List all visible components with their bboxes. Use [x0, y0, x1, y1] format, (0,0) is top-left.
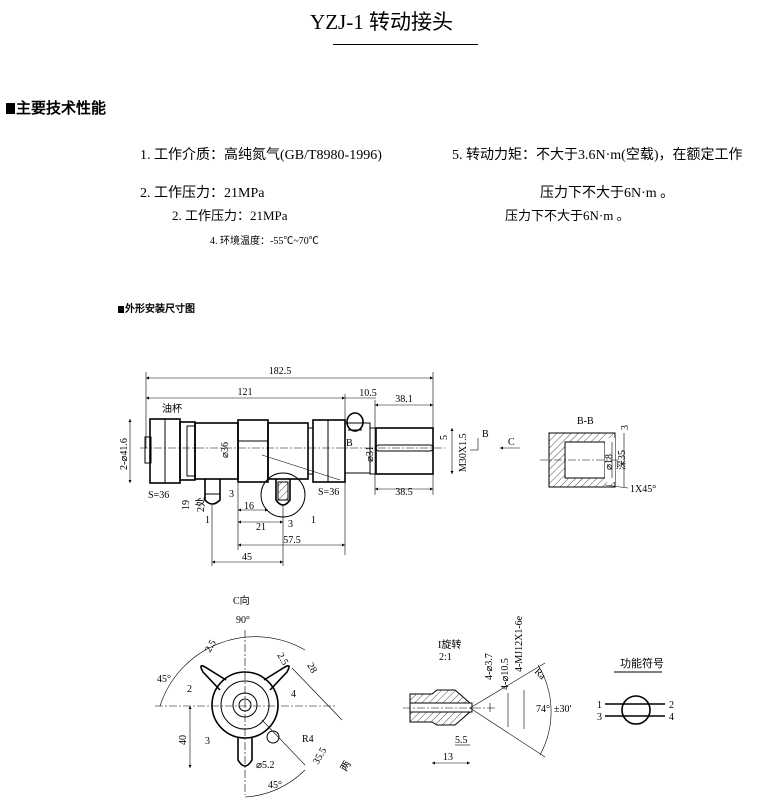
function-symbol: 功能符号 1 2 3 4 [597, 656, 674, 725]
dim-5-5: 5.5 [455, 735, 468, 746]
dim-16: 16 [244, 501, 254, 512]
port-3-label: 3 [288, 519, 293, 530]
hex-size-left: S=36 [148, 490, 169, 501]
spec-item-1: 1. 工作介质：高纯氮气(GB/T8980-1996) [140, 148, 382, 163]
spec-item-5-cont-a: 压力下不大于6N·m 。 [540, 186, 675, 201]
bullet-square-icon [6, 103, 15, 114]
detail-i: I旋转 2:1 4-⌀3.7 4-⌀10.5 4-MJ12X1-6e Ra 74… [403, 615, 572, 765]
dim-31: ⌀31 [365, 446, 376, 462]
symbol-port-1: 1 [597, 700, 602, 711]
dim-36: ⌀36 [220, 442, 231, 458]
oil-cup-label: 油杯 [162, 402, 182, 415]
dim-13: 13 [443, 752, 453, 763]
dim-2-places: 2处 [195, 497, 207, 512]
dim-overall-length: 182.5 [269, 366, 292, 377]
spec-item-5-cont-b: 压力下不大于6N·m 。 [505, 208, 630, 223]
bb-dim-3: 3 [620, 425, 631, 430]
main-view: 182.5 121 10.5 38.1 38.5 油杯 2-⌀41.6 ⌀36 … [119, 366, 520, 566]
bullet-square-icon [118, 306, 124, 313]
bb-depth-35: 深35 [616, 450, 628, 470]
drawing-heading-text: 外形安装尺寸图 [125, 304, 195, 315]
specs-heading: 主要技术性能 [6, 97, 106, 118]
detail-i-scale: 2:1 [439, 652, 452, 663]
dim-57-5: 57.5 [283, 535, 301, 546]
dim-2-5-left: 2.5 [203, 638, 219, 654]
detail-i-label: I旋转 [438, 638, 461, 651]
specs-heading-text: 主要技术性能 [16, 99, 107, 117]
spec-item-5: 5. 转动力矩：不大于3.6N·m(空载)，在额定工作 [452, 148, 743, 163]
drawing-heading: 外形安装尺寸图 [118, 300, 195, 315]
dim-28: 28 [304, 661, 319, 675]
section-mark-b1: B [346, 438, 353, 449]
view-mark-c: C [508, 437, 515, 448]
bb-dim-18: ⌀18 [604, 454, 615, 470]
thread-m30: M30X1.5 [458, 433, 469, 472]
section-bb-label: B-B [577, 416, 594, 427]
dim-41-6: 2-⌀41.6 [119, 438, 130, 470]
c-view-note: 两 [339, 759, 354, 773]
symbol-port-4: 4 [669, 712, 674, 723]
dim-3-7: 4-⌀3.7 [484, 653, 495, 680]
dim-38-5: 38.5 [395, 487, 413, 498]
angle-45-bottom: 45° [268, 780, 282, 791]
angle-tolerance: ±30′ [554, 704, 572, 715]
detail-1-label: 1 [311, 515, 316, 526]
port-1-label: 1 [205, 515, 210, 526]
symbol-port-2: 2 [669, 700, 674, 711]
dim-5-2: ⌀5.2 [256, 760, 275, 771]
title-underline [333, 44, 478, 45]
dim-21: 21 [256, 522, 266, 533]
port-4-label: 4 [291, 689, 296, 700]
thread-mj12: 4-MJ12X1-6e [514, 615, 525, 672]
dim-19: 19 [181, 500, 192, 510]
dim-121: 121 [238, 387, 253, 398]
dim-38-1: 38.1 [395, 394, 413, 405]
angle-74: 74° [536, 704, 550, 715]
symbol-port-3: 3 [597, 712, 602, 723]
dim-3: 3 [229, 489, 234, 500]
dim-35-5: 35.5 [311, 746, 329, 767]
spec-item-2a: 2. 工作压力：21MPa [140, 186, 265, 201]
bb-chamfer: 1X45° [630, 484, 656, 495]
section-bb: B-B 3 ⌀18 深35 1X45° [540, 416, 656, 495]
function-symbol-label: 功能符号 [620, 656, 664, 670]
c-view-label: C向 [233, 594, 250, 607]
hex-size-right: S=36 [318, 487, 339, 498]
page-title: YZJ-1 转动接头 [310, 10, 453, 34]
dim-10-5: 10.5 [359, 388, 377, 399]
spec-item-4: 4. 环境温度：-55℃~70℃ [210, 236, 319, 247]
section-mark-b: B [482, 429, 489, 440]
spec-item-2b: 2. 工作压力：21MPa [172, 208, 288, 223]
dim-10-5-detail: 4-⌀10.5 [500, 658, 511, 690]
c-view: C向 90° 45° 45° 2.5 2.5 28 2 4 40 3 R4 35… [155, 594, 354, 798]
port-2-label: 2 [187, 684, 192, 695]
dim-2-5-right: 2.5 [274, 651, 290, 667]
dim-5: 5 [439, 435, 450, 440]
dim-45: 45 [242, 552, 252, 563]
radius-r4: R4 [302, 734, 314, 745]
dim-40: 40 [178, 735, 189, 745]
dim-3-c: 3 [205, 736, 210, 747]
angle-90: 90° [236, 615, 250, 626]
angle-45-left: 45° [157, 674, 171, 685]
